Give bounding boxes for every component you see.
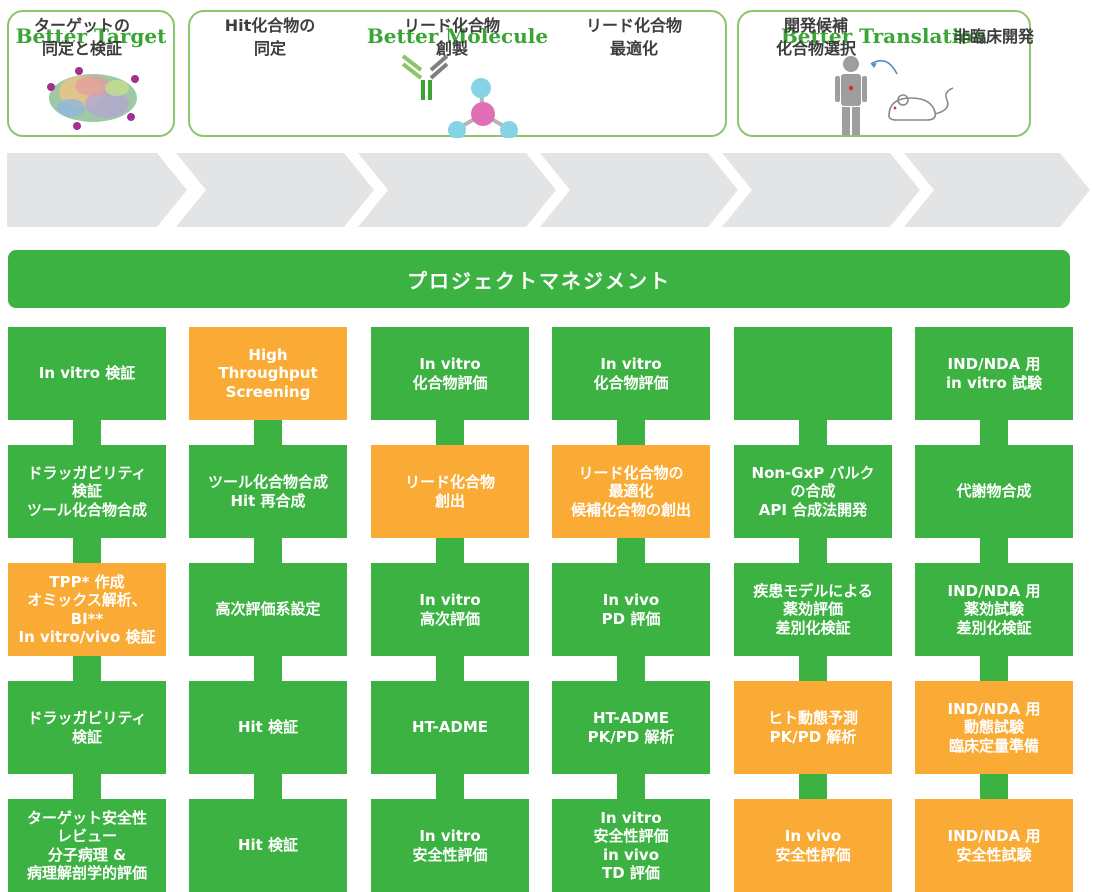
task-box-c3-r5: In vitro 安全性評価: [371, 799, 529, 892]
header-better-target: Better Target: [7, 10, 175, 137]
stage-arrow-1: [7, 153, 187, 227]
task-box-c5-r4: ヒト動態予測 PK/PD 解析: [734, 681, 892, 774]
task-box-c2-r3: 高次評価系設定: [189, 563, 347, 656]
task-box-c2-r2: ツール化合物合成 Hit 再合成: [189, 445, 347, 538]
task-box-c2-r4: Hit 検証: [189, 681, 347, 774]
task-box-c4-r5: In vitro 安全性評価 in vivo TD 評価: [552, 799, 710, 892]
task-box-c1-r2: ドラッガビリティ 検証 ツール化合物合成: [8, 445, 166, 538]
task-box-c1-r1: In vitro 検証: [8, 327, 166, 420]
task-box-c6-r5: IND/NDA 用 安全性試験: [915, 799, 1073, 892]
task-box-c5-r1: [734, 327, 892, 420]
task-box-c3-r2: リード化合物 創出: [371, 445, 529, 538]
stage-label-3: リード化合物 創製: [403, 15, 500, 58]
stage-label-5: 開発候補 化合物選択: [775, 15, 856, 58]
task-box-c4-r2: リード化合物の 最適化 候補化合物の創出: [552, 445, 710, 538]
task-box-c1-r5: ターゲット安全性 レビュー 分子病理 & 病理解剖学的評価: [8, 799, 166, 892]
stage-arrow-5: [722, 153, 920, 227]
task-box-c6-r2: 代謝物合成: [915, 445, 1073, 538]
stage-label-1: ターゲットの 同定と検証: [33, 15, 130, 58]
task-box-c4-r1: In vitro 化合物評価: [552, 327, 710, 420]
task-box-c5-r2: Non-GxP バルク の合成 API 合成法開発: [734, 445, 892, 538]
stage-label-6: 非臨床開発: [953, 27, 1034, 47]
task-box-c3-r1: In vitro 化合物評価: [371, 327, 529, 420]
task-box-c1-r3: TPP* 作成 オミックス解析、 BI** In vitro/vivo 検証: [8, 563, 166, 656]
stage-arrow-4: [540, 153, 738, 227]
header-better-molecule: Better Molecule: [188, 10, 727, 138]
stage-arrow-6: [904, 153, 1090, 227]
header-title-target: Better Target: [15, 24, 167, 48]
protein-structure-icon: [47, 67, 139, 130]
task-box-c6-r4: IND/NDA 用 動態試験 臨床定量準備: [915, 681, 1073, 774]
task-box-c6-r3: IND/NDA 用 薬効試験 差別化検証: [915, 563, 1073, 656]
project-management-bar: プロジェクトマネジメント: [8, 250, 1070, 308]
human-and-mouse-icon: [835, 56, 954, 135]
task-box-c4-r3: In vivo PD 評価: [552, 563, 710, 656]
task-box-c3-r4: HT-ADME: [371, 681, 529, 774]
stage-label-4: リード化合物 最適化: [585, 15, 682, 58]
header-better-translation: Better Translation: [737, 10, 1031, 137]
stage-arrow-3: [358, 153, 556, 227]
task-box-c6-r1: IND/NDA 用 in vitro 試験: [915, 327, 1073, 420]
task-box-c2-r1: High Throughput Screening: [189, 327, 347, 420]
task-box-c5-r5: In vivo 安全性評価: [734, 799, 892, 892]
stage-label-2: Hit化合物の 同定: [224, 15, 316, 58]
stage-arrow-2: [176, 153, 374, 227]
task-box-c4-r4: HT-ADME PK/PD 解析: [552, 681, 710, 774]
task-box-c2-r5: Hit 検証: [189, 799, 347, 892]
header-title-translation: Better Translation: [780, 24, 988, 48]
task-box-c1-r4: ドラッガビリティ 検証: [8, 681, 166, 774]
header-title-molecule: Better Molecule: [366, 24, 549, 48]
task-box-c5-r3: 疾患モデルによる 薬効評価 差別化検証: [734, 563, 892, 656]
task-box-c3-r3: In vitro 高次評価: [371, 563, 529, 656]
antibody-and-molecule-icon: [401, 54, 518, 138]
